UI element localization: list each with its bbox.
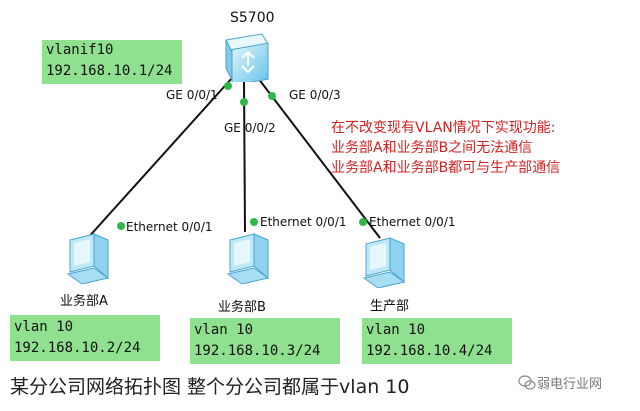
pc-b-info-box: vlan 10 192.168.10.3/24 [190, 318, 340, 364]
pc-a-name: 业务部A [60, 294, 108, 309]
port-ge002-label: GE 0/0/2 [224, 121, 276, 135]
port-dot-pc-c [359, 218, 367, 226]
pc-a-icon [66, 233, 110, 284]
requirement-note: 在不改变现有VLAN情况下实现功能: 业务部A和业务部B之间无法通信 业务部A和… [331, 118, 560, 178]
switch-name: S5700 [230, 10, 275, 26]
pc-b-ip: 192.168.10.3/24 [194, 343, 321, 359]
pc-b-port-label: Ethernet 0/0/1 [260, 215, 347, 229]
pc-c-port-label: Ethernet 0/0/1 [369, 215, 456, 229]
note-line-3: 业务部A和业务部B都可与生产部通信 [331, 160, 561, 176]
diagram-caption: 某分公司网络拓扑图 整个分公司都属于vlan 10 [10, 376, 410, 398]
vlanif-box: vlanif10 192.168.10.1/24 [42, 40, 182, 84]
vlanif-name: vlanif10 [46, 42, 114, 58]
port-ge001-label: GE 0/0/1 [166, 88, 218, 102]
pc-b-icon [226, 233, 270, 284]
watermark-text: 弱电行业网 [537, 377, 603, 392]
pc-a-port-label: Ethernet 0/0/1 [126, 220, 213, 234]
pc-a-ip: 192.168.10.2/24 [14, 340, 141, 356]
pc-a-vlan: vlan 10 [14, 319, 74, 335]
link-switch-to-pc-c [257, 77, 381, 239]
pc-b-vlan: vlan 10 [194, 322, 254, 338]
pc-b-name: 业务部B [218, 300, 266, 315]
pc-c-info-box: vlan 10 192.168.10.4/24 [362, 318, 512, 364]
port-dot-pc-b [250, 218, 258, 226]
wechat-icon [518, 375, 536, 390]
pc-c-ip: 192.168.10.4/24 [366, 343, 493, 359]
pc-c-vlan: vlan 10 [366, 322, 426, 338]
note-line-1: 在不改变现有VLAN情况下实现功能: [331, 120, 556, 136]
switch-icon [225, 33, 269, 82]
link-switch-to-pc-b [243, 81, 246, 233]
port-dot-ge003 [268, 92, 276, 100]
port-ge003-label: GE 0/0/3 [289, 88, 341, 102]
port-dot-ge001 [224, 82, 232, 90]
port-dot-ge002 [240, 98, 248, 106]
note-line-2: 业务部A和业务部B之间无法通信 [331, 140, 533, 156]
pc-c-name: 生产部 [370, 299, 410, 314]
link-switch-to-pc-a [85, 77, 233, 241]
pc-a-info-box: vlan 10 192.168.10.2/24 [10, 315, 160, 361]
pc-c-icon [362, 237, 406, 288]
vlanif-ip: 192.168.10.1/24 [46, 63, 173, 79]
port-dot-pc-a [117, 222, 125, 230]
